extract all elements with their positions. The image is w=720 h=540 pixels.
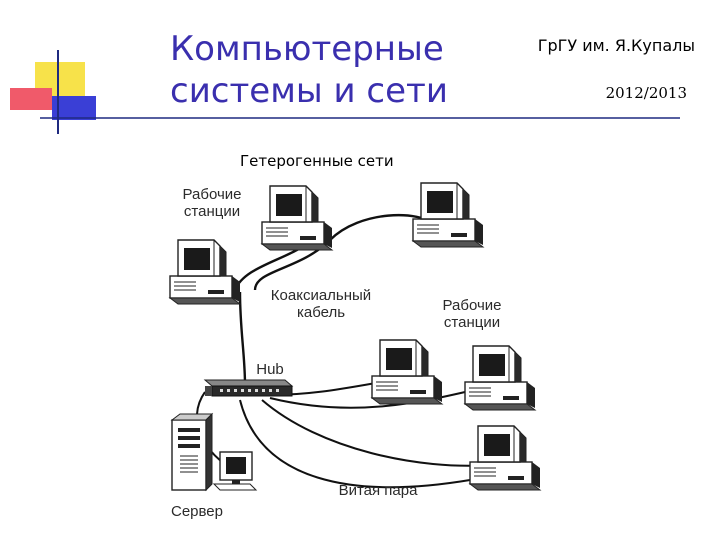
label-server: Сервер bbox=[170, 503, 223, 520]
workstation-icon-middle bbox=[371, 339, 443, 405]
server-monitor-icon bbox=[212, 451, 258, 491]
corner-decoration bbox=[10, 50, 680, 134]
label-hub: Hub bbox=[256, 361, 284, 378]
server-icon bbox=[170, 412, 214, 492]
workstation-icon-bottom-right bbox=[469, 425, 541, 491]
university-label: ГрГУ им. Я.Купалы bbox=[537, 36, 695, 55]
workstation-icon-top-left bbox=[261, 185, 333, 251]
label-coax-line2: кабель bbox=[296, 304, 346, 321]
label-coax-line1: Коаксиальный bbox=[270, 287, 372, 304]
page-title: Компьютерные системы и сети bbox=[170, 28, 500, 112]
coax-cable-to-hub bbox=[238, 291, 247, 386]
title-line-2: системы и сети bbox=[170, 71, 448, 111]
twisted-pair-4 bbox=[239, 399, 471, 489]
label-twisted-pair: Витая пара bbox=[338, 482, 418, 499]
workstation-icon-top-right bbox=[412, 182, 484, 248]
deco-red-rect bbox=[10, 88, 52, 110]
workstation-icon-left bbox=[169, 239, 241, 305]
deco-blue-rect bbox=[52, 96, 96, 120]
label-workstations-right-line2: станции bbox=[443, 314, 501, 331]
label-workstations-right: Рабочие станции bbox=[436, 297, 508, 331]
hub-icon bbox=[203, 379, 294, 397]
workstation-icon-right bbox=[464, 345, 536, 411]
label-workstations-top-line1: Рабочие bbox=[182, 186, 242, 203]
label-workstations-top: Рабочие станции bbox=[176, 186, 248, 220]
twisted-pair-3 bbox=[261, 399, 491, 467]
year-label: 2012/2013 bbox=[605, 84, 687, 102]
slide-subtitle: Гетерогенные сети bbox=[240, 152, 394, 170]
label-workstations-top-line2: станции bbox=[183, 203, 241, 220]
label-coax-cable: Коаксиальный кабель bbox=[262, 287, 380, 321]
title-line-1: Компьютерные bbox=[170, 29, 444, 69]
label-workstations-right-line1: Рабочие bbox=[442, 297, 502, 314]
